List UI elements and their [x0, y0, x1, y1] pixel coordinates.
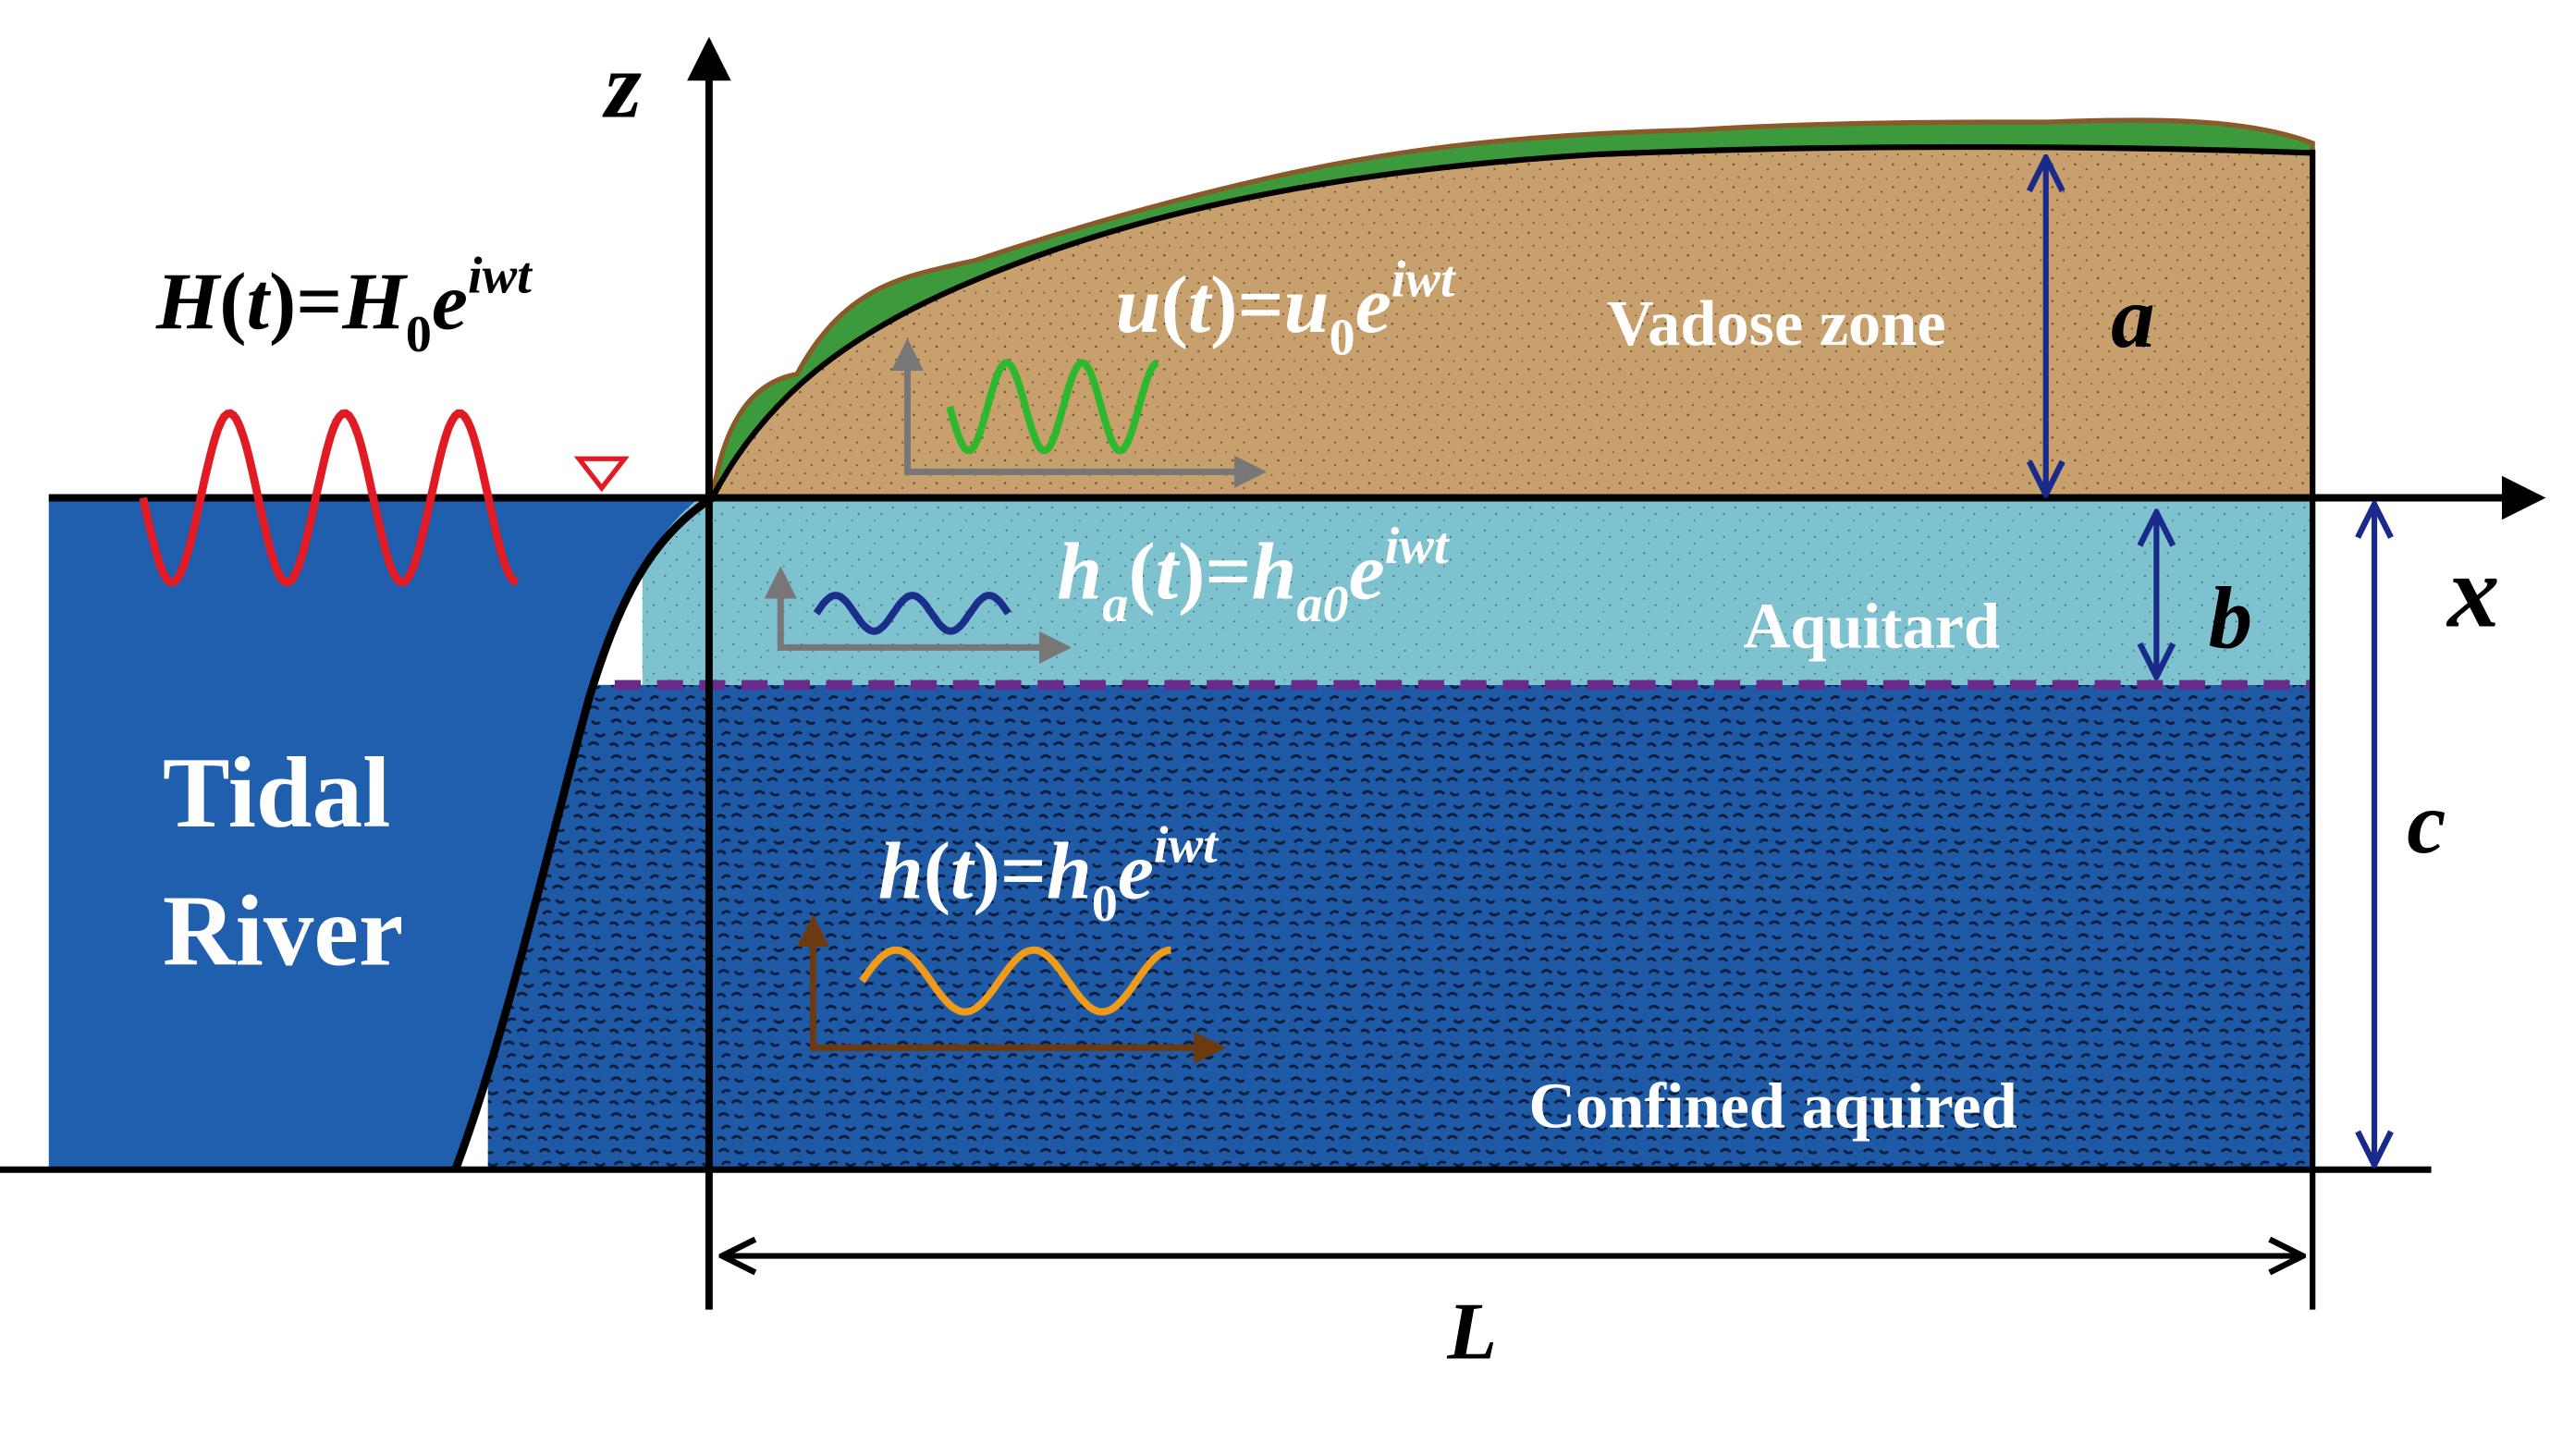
tidal-river-water: [48, 497, 700, 1170]
aquifer-equation: h(t)=h0eiwt: [878, 817, 1220, 933]
soil-surface-line: [709, 143, 2313, 499]
tidal-river-label-line1: Tidal: [163, 737, 391, 849]
vadose-zone-label: Vadose zone: [1607, 288, 1946, 360]
dimension-a-label: a: [2111, 268, 2154, 366]
aquitard-mini-axes: [764, 566, 1073, 664]
riverbank-line: [451, 494, 715, 1171]
aquitard-equation: ha(t)=ha0eiwt: [1057, 518, 1451, 633]
vadose-mini-axes: [890, 338, 1268, 488]
confined-aquifer-label: Confined aquired: [1528, 1071, 2017, 1143]
water-level-triangle-icon: [573, 456, 630, 493]
confined-aquifer-layer: [487, 684, 2313, 1170]
vadose-equation: u(t)=u0eiwt: [1116, 251, 1457, 366]
aquitard-label: Aquitard: [1744, 590, 2001, 662]
river-head-equation: H(t)=H0eiwt: [155, 248, 533, 363]
aquitard-layer: [642, 497, 2313, 685]
length-label: L: [1446, 1287, 1497, 1376]
z-axis-label: z: [602, 34, 642, 139]
x-axis-label: x: [2446, 534, 2499, 649]
dimension-c-label: c: [2407, 774, 2446, 872]
aquifer-mini-axes: [796, 913, 1227, 1064]
dimension-b-label: b: [2209, 569, 2252, 667]
tidal-river-label-line2: River: [163, 875, 403, 987]
vadose-zone-layer: [712, 147, 2313, 498]
river-tide-wave: [139, 409, 520, 587]
